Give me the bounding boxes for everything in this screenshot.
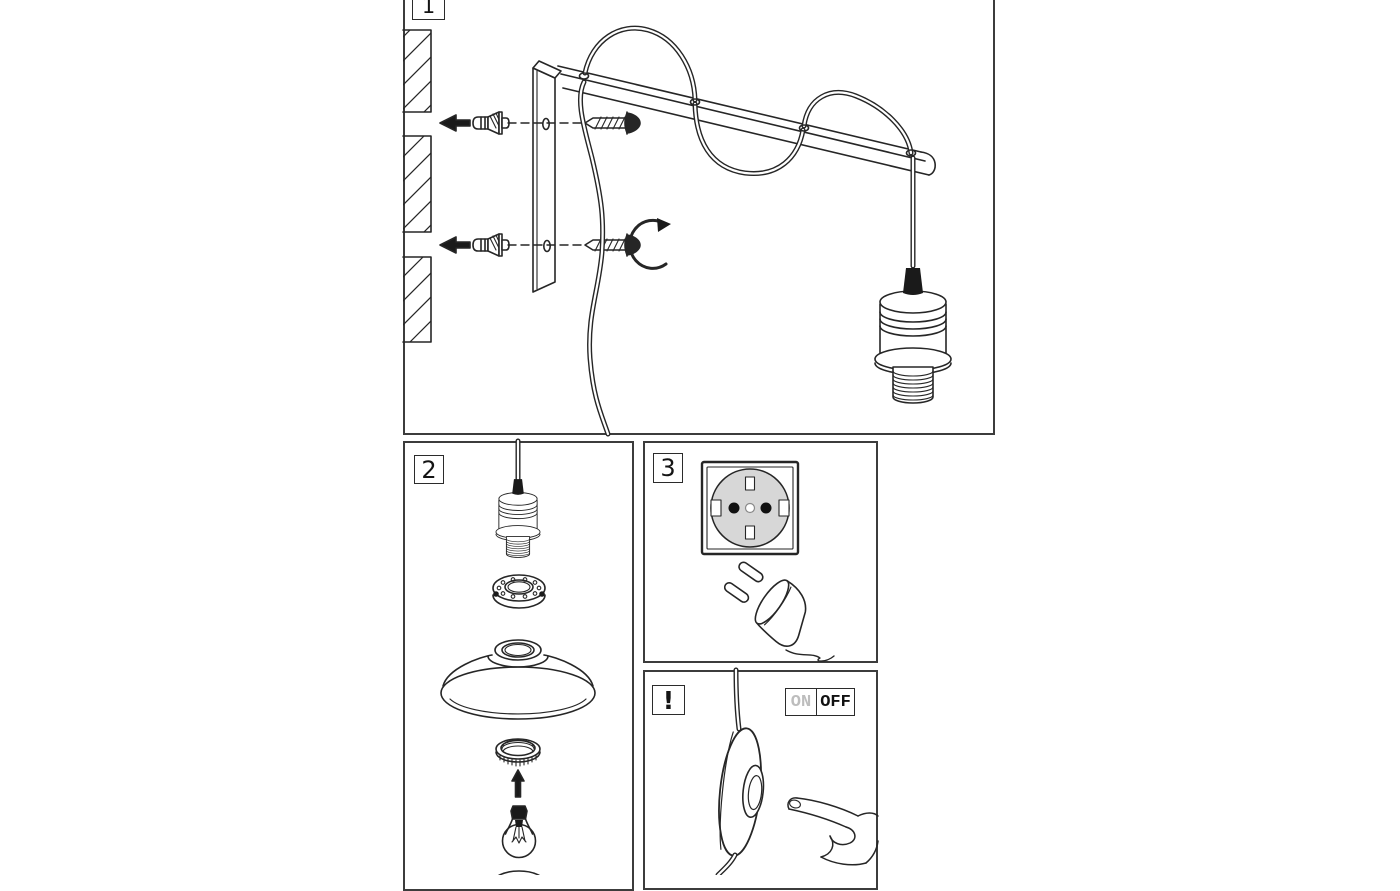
step-2-number: 2: [421, 455, 437, 484]
off-label: OFF: [820, 692, 851, 712]
step-3-label-box: 3: [653, 453, 683, 483]
bracket-arm: [557, 65, 936, 176]
inline-cord-switch: [718, 727, 765, 857]
insert-arrow-top: [439, 114, 471, 132]
lamp-socket-step1: [874, 267, 952, 404]
rotation-direction-symbol: [628, 218, 671, 270]
fingernail: [789, 799, 801, 809]
wall-cross-section: [402, 29, 432, 343]
plate-hole-bottom: [542, 239, 551, 253]
step-2-label-box: 2: [414, 455, 444, 484]
warning-label-box: !: [652, 685, 685, 715]
bracket-plate: [532, 60, 562, 293]
plug-cable: [785, 649, 835, 662]
panel-step-1: [403, 0, 995, 435]
insert-arrow-bottom: [439, 236, 471, 254]
schuko-wall-outlet: [700, 460, 800, 556]
step-1-label-box: 1: [412, 0, 445, 20]
panel-step-3: [643, 441, 878, 663]
insert-up-arrow: [511, 769, 525, 798]
cord-woven-through-arm: [582, 25, 916, 269]
step-1-number: 1: [421, 0, 436, 18]
light-bulb: [501, 805, 537, 859]
alignment-dashed-lines: [507, 122, 584, 246]
lamp-shade: [440, 639, 596, 720]
step-3-number: 3: [660, 454, 676, 482]
plate-hole-top: [541, 117, 550, 131]
arm-cord-holes: [578, 72, 917, 157]
on-off-indicator: ON OFF: [785, 688, 855, 716]
locking-ring: [492, 574, 546, 609]
threaded-ring-nut: [495, 738, 541, 767]
two-prong-plug: [723, 561, 835, 662]
switch-cord-top: [733, 667, 742, 732]
on-label: ON: [786, 689, 817, 715]
pointing-hand: [787, 797, 879, 866]
switch-cord-bottom: [715, 852, 738, 875]
warning-exclamation: !: [662, 685, 675, 715]
hanging-power-cord: [578, 79, 611, 437]
lamp-socket-step2: [495, 478, 541, 558]
glass-globe-partial: [497, 870, 541, 875]
